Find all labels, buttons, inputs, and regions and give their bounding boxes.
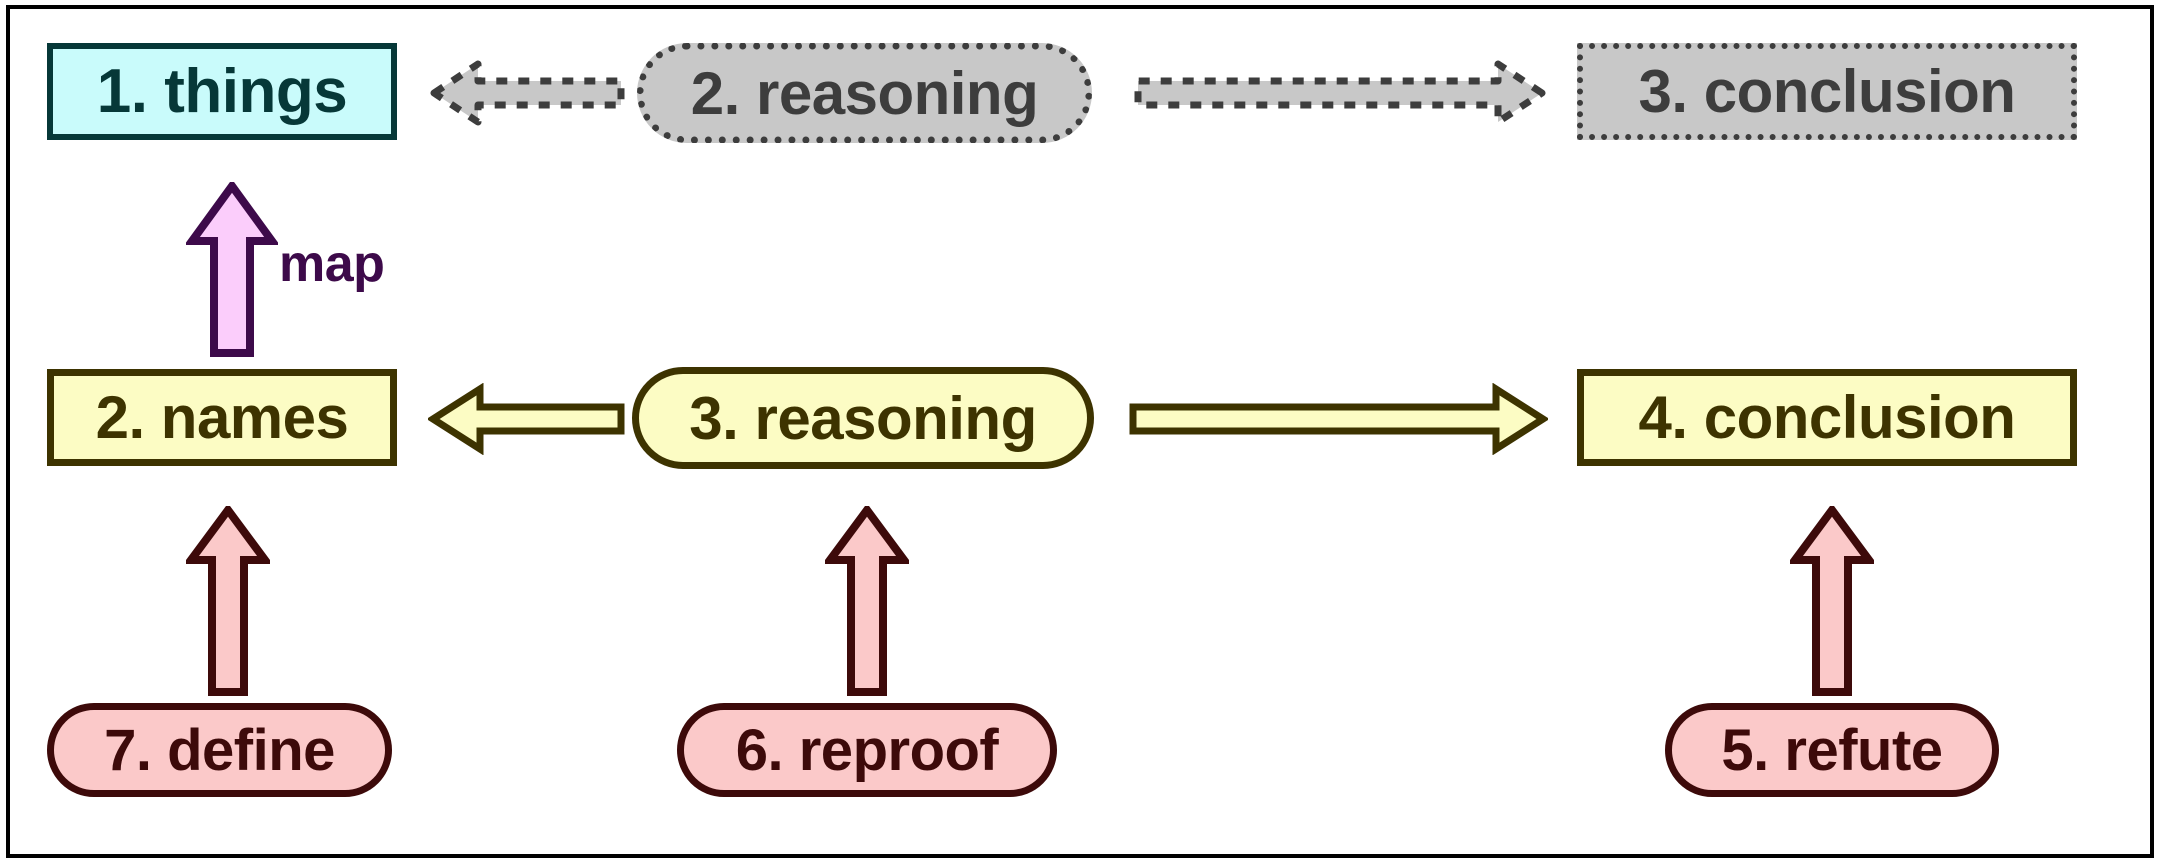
node-define[interactable]: 7. define bbox=[47, 703, 392, 797]
node-reproof[interactable]: 6. reproof bbox=[677, 703, 1057, 797]
node-names[interactable]: 2. names bbox=[47, 369, 397, 466]
arrow-ghost-reasoning-to-things[interactable] bbox=[430, 58, 625, 128]
node-reasoning-ghost[interactable]: 2. reasoning bbox=[637, 43, 1092, 143]
arrow-refute-to-conclusion[interactable] bbox=[1790, 506, 1874, 696]
node-reasoning[interactable]: 3. reasoning bbox=[632, 367, 1094, 469]
arrow-label-map: map bbox=[279, 235, 385, 293]
arrow-reasoning-to-names[interactable] bbox=[428, 383, 626, 455]
arrow-ghost-reasoning-to-conclusion[interactable] bbox=[1134, 58, 1546, 128]
arrow-define-to-names[interactable] bbox=[186, 506, 270, 696]
arrow-reasoning-to-conclusion[interactable] bbox=[1128, 383, 1548, 455]
node-conclusion[interactable]: 4. conclusion bbox=[1577, 369, 2077, 466]
node-conclusion-ghost[interactable]: 3. conclusion bbox=[1577, 43, 2077, 140]
arrow-names-to-things[interactable] bbox=[186, 182, 278, 357]
arrow-reproof-to-reasoning[interactable] bbox=[825, 506, 909, 696]
node-refute[interactable]: 5. refute bbox=[1665, 703, 1999, 797]
node-things[interactable]: 1. things bbox=[47, 43, 397, 140]
